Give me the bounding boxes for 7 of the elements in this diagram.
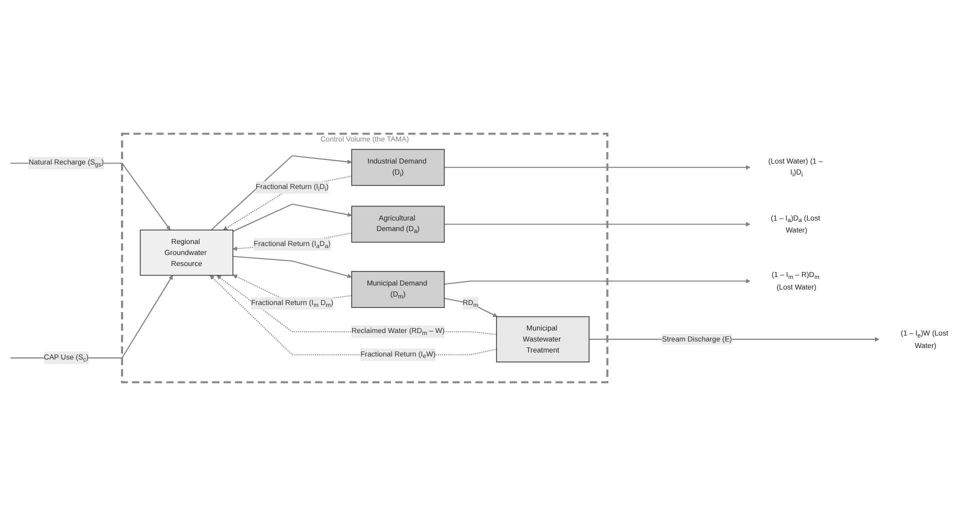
arrow (444, 222, 750, 227)
arrow (232, 204, 352, 232)
arrow (444, 278, 750, 285)
arrow (444, 165, 750, 170)
arrow (210, 155, 352, 230)
arrow (223, 176, 352, 230)
arrow (232, 256, 352, 278)
